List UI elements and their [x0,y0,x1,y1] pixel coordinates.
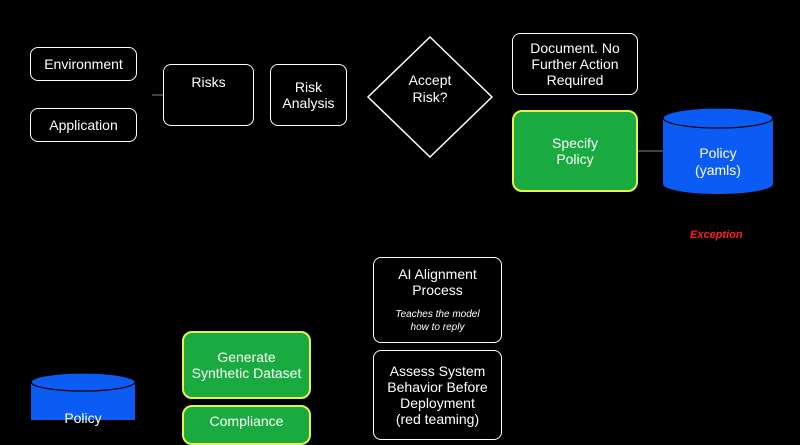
exception-label: Exception [690,229,743,241]
policy-bottom-label: Policy [31,410,135,427]
risk-analysis-label-line1: Risk [294,79,323,95]
accept-risk-label-line2: Risk? [412,89,448,105]
policy-workflow-diagram: Environment Application Risks Risk Analy… [30,33,774,445]
environment-box: Environment [30,47,137,81]
assess-behavior-label-line1: Assess System [389,363,486,379]
ai-alignment-note-line2: how to reply [410,322,465,333]
assess-behavior-label-line2: Behavior Before [387,379,488,395]
risk-analysis-box: Risk Analysis [270,64,347,126]
environment-label: Environment [44,56,123,72]
assess-behavior-box: Assess System Behavior Before Deployment… [373,350,502,440]
policy-bottom-label-text: Policy [64,410,102,426]
specify-policy-label-line1: Specify [552,135,598,151]
policy-cylinder-bottom [30,372,136,420]
compliance-label: Compliance [209,413,284,429]
document-label-line3: Required [546,72,604,88]
document-label-line1: Document. No [530,40,620,56]
policy-cylinder-top [662,107,774,195]
generate-dataset-box: Generate Synthetic Dataset [182,331,311,399]
application-label: Application [49,117,118,133]
accept-risk-label-line1: Accept [408,72,452,88]
generate-dataset-label-line1: Generate [217,349,276,365]
accept-risk-label: Accept Risk? [380,72,480,106]
assess-behavior-label-line4: (red teaming) [395,411,480,427]
specify-policy-box: Specify Policy [512,110,638,192]
compliance-box: Compliance [182,405,311,445]
generate-dataset-label-line2: Synthetic Dataset [191,365,302,381]
policy-yamls-label: Policy (yamls) [663,145,773,179]
ai-alignment-title-line1: AI Alignment [398,266,477,282]
ai-alignment-box: AI Alignment Process Teaches the model h… [373,257,502,343]
assess-behavior-label-line3: Deployment [400,395,475,411]
document-no-action-box: Document. No Further Action Required [512,33,638,95]
risk-analysis-label-line2: Analysis [282,95,335,111]
ai-alignment-note-line1: Teaches the model [395,309,480,320]
risks-box: Risks [163,64,254,126]
diagram-shapes [30,35,774,420]
risks-label: Risks [191,74,226,90]
specify-policy-label-line2: Policy [556,151,594,167]
accept-risk-diamond [366,35,494,159]
application-box: Application [30,108,137,142]
ai-alignment-title-line2: Process [412,282,463,298]
policy-yamls-label-line1: Policy [699,145,737,161]
ai-alignment-note: Teaches the model how to reply [395,308,479,334]
policy-yamls-label-line2: (yamls) [695,162,741,178]
document-label-line2: Further Action [531,56,619,72]
